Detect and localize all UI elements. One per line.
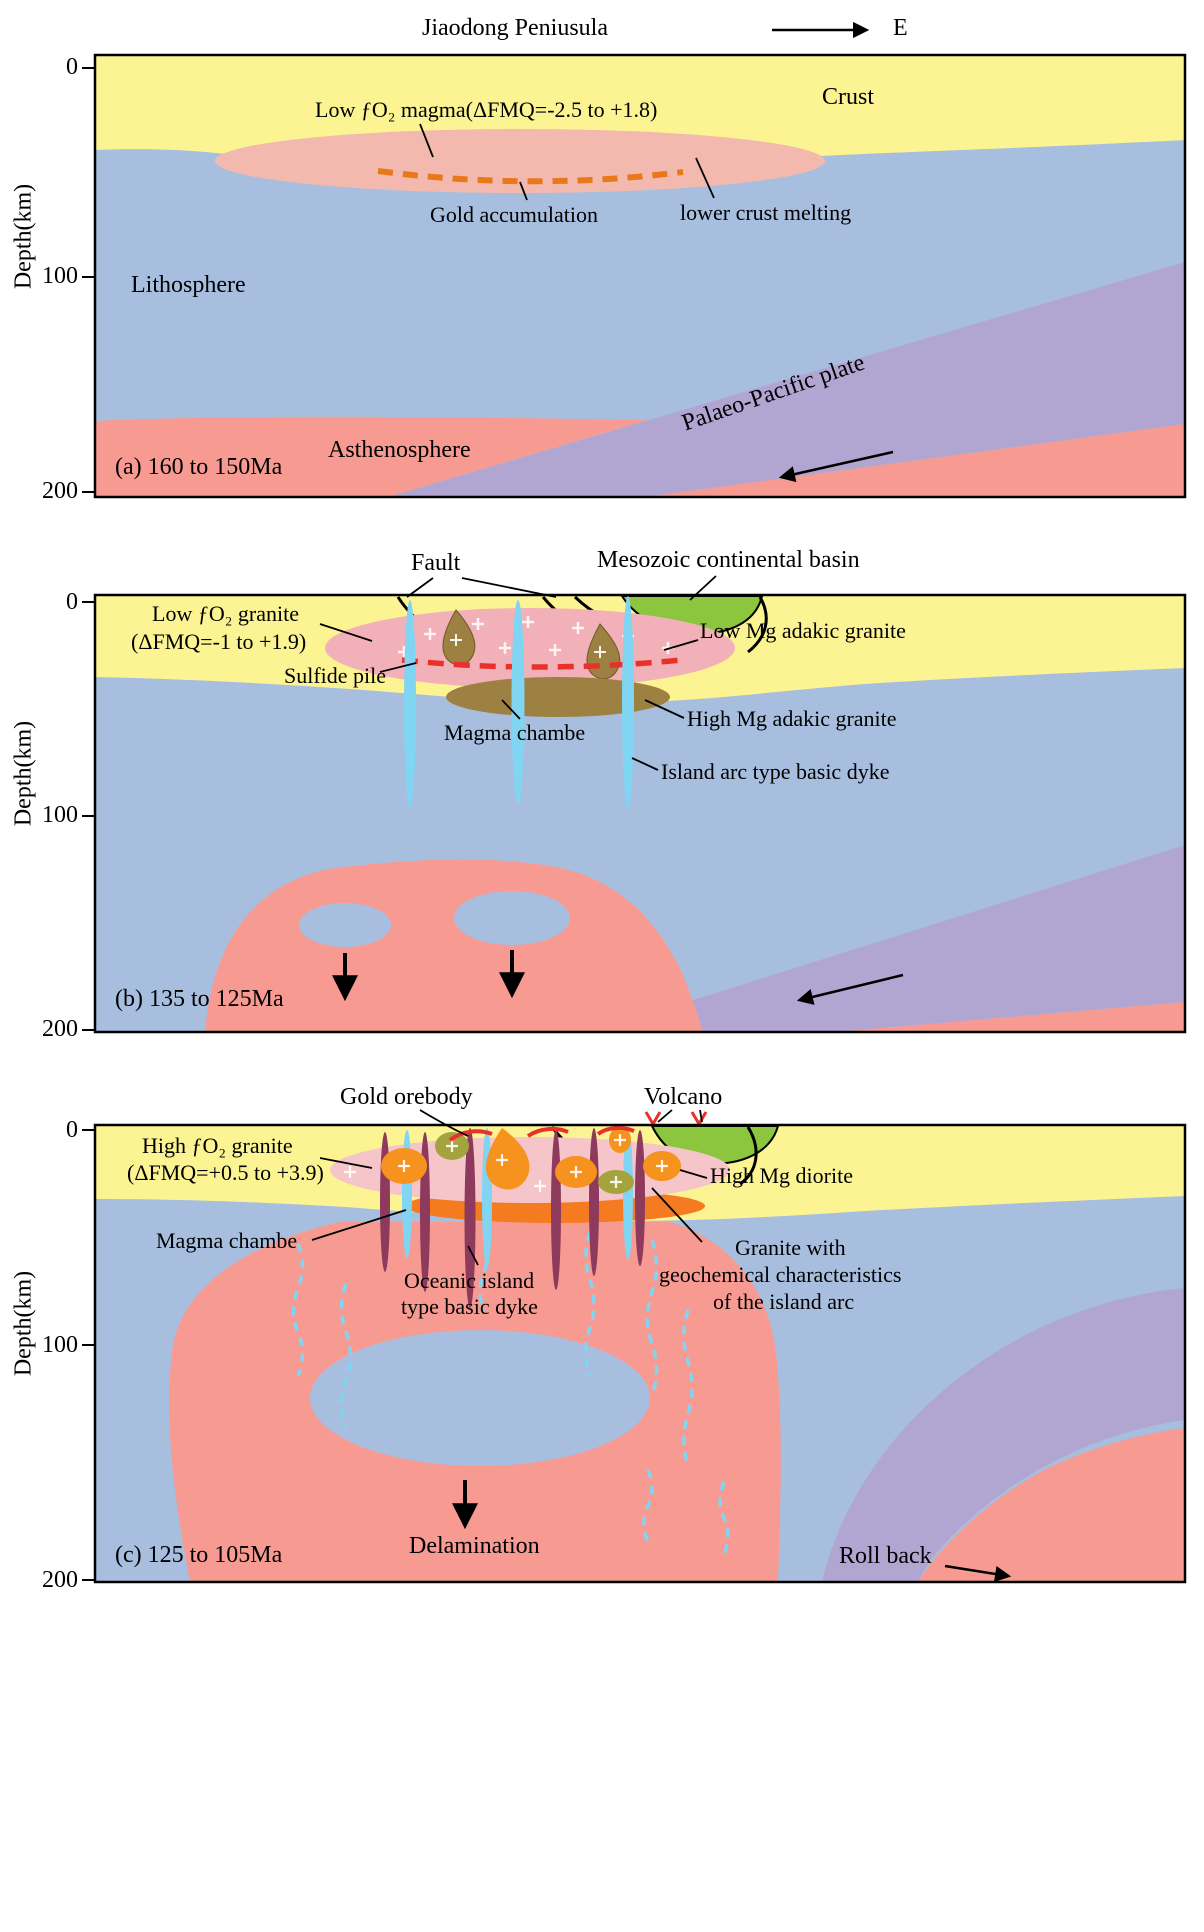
b-depth-axis-label: Depth(km) bbox=[10, 720, 37, 827]
low-fo2-magma-label: Low ƒO₂ magma(ΔFMQ=-2.5 to +1.8) bbox=[315, 97, 658, 122]
roll-back-label: Roll back bbox=[839, 1543, 932, 1569]
delaminated-block-2 bbox=[454, 891, 570, 945]
panel-b-border bbox=[93, 593, 1187, 1034]
asthenosphere-dome-b bbox=[205, 859, 703, 1032]
gold-accumulation-dashes bbox=[377, 168, 684, 185]
island-arc-granite-label-line3: of the island arc bbox=[713, 1289, 855, 1314]
gold-orebody-label: Gold orebody bbox=[340, 1084, 473, 1110]
panel-c-ticks bbox=[82, 1129, 95, 1581]
panel-b-ticks bbox=[82, 601, 95, 1031]
high-fo2-granite-label-line2: (ΔFMQ=+0.5 to +3.9) bbox=[127, 1160, 324, 1185]
panel-a-ticks bbox=[82, 67, 95, 493]
island-arc-granite-label-line1: Granite with bbox=[735, 1235, 846, 1260]
mesozoic-basin-label: Mesozoic continental basin bbox=[597, 547, 860, 573]
crust-label-a: Crust bbox=[822, 84, 875, 110]
delaminated-block-1 bbox=[299, 903, 391, 947]
lower-crust-melting-label: lower crust melting bbox=[680, 200, 852, 225]
asthenosphere-corner-c bbox=[918, 1428, 1185, 1582]
magma-chamber-b bbox=[446, 677, 670, 717]
volcano-marks bbox=[644, 1111, 708, 1127]
c-tick-200: 200 bbox=[42, 1567, 78, 1593]
panel-c-art bbox=[82, 1109, 1187, 1584]
palaeo-pacific-plate-a bbox=[388, 262, 1185, 497]
panel-b-caption: (b) 135 to 125Ma bbox=[115, 986, 284, 1012]
gold-orebody-marks bbox=[448, 1125, 635, 1142]
panel-c-border bbox=[93, 1123, 1187, 1584]
island-arc-dyke-label: Island arc type basic dyke bbox=[661, 759, 890, 784]
asthenosphere-below-slab-b bbox=[835, 1002, 1185, 1032]
magma-chamber-label-c: Magma chambe bbox=[156, 1228, 298, 1253]
sulfide-pile-label: Sulfide pile bbox=[284, 663, 387, 688]
subduction-arrow-b bbox=[796, 973, 904, 1005]
lithosphere-label-a: Lithosphere bbox=[131, 272, 246, 298]
east-label: E bbox=[893, 15, 908, 41]
roll-back-arrow bbox=[944, 1564, 1012, 1582]
c-depth-axis-label: Depth(km) bbox=[10, 1270, 37, 1377]
a-tick-200: 200 bbox=[42, 478, 78, 504]
panel-a-caption: (a) 160 to 150Ma bbox=[115, 454, 283, 480]
delaminated-lithosphere-c bbox=[310, 1330, 650, 1466]
island-arc-granite-label-line2: geochemical characteristics bbox=[659, 1262, 902, 1287]
magma-chamber-label-b: Magma chambe bbox=[444, 720, 586, 745]
low-fo2-magma-lens bbox=[215, 129, 825, 193]
high-mg-diorite-label: High Mg diorite bbox=[710, 1163, 853, 1188]
a-tick-100: 100 bbox=[42, 263, 78, 289]
c-tick-100: 100 bbox=[42, 1332, 78, 1358]
figure-title: Jiaodong Peniusula bbox=[422, 15, 608, 41]
low-mg-adakic-granite-label: Low Mg adakic granite bbox=[700, 618, 906, 643]
panel-b-art bbox=[82, 575, 1187, 1034]
asthenosphere-label-a: Asthenosphere bbox=[328, 437, 471, 463]
palaeo-pacific-plate-b bbox=[592, 845, 1185, 1032]
a-depth-axis-label: Depth(km) bbox=[10, 183, 37, 290]
asthenosphere-a bbox=[95, 416, 648, 497]
a-tick-0: 0 bbox=[66, 54, 78, 80]
panel-c-caption: (c) 125 to 105Ma bbox=[115, 1542, 283, 1568]
high-fo2-granite-label-line1: High ƒO₂ granite bbox=[142, 1133, 293, 1158]
c-tick-0: 0 bbox=[66, 1117, 78, 1143]
gold-accumulation-label: Gold accumulation bbox=[430, 202, 599, 227]
oceanic-dyke-label-line2: type basic dyke bbox=[401, 1294, 538, 1319]
high-mg-adakic-granite-label: High Mg adakic granite bbox=[687, 706, 897, 731]
low-fo2-granite-label-line1: Low ƒO₂ granite bbox=[152, 601, 299, 626]
fault-label: Fault bbox=[411, 550, 461, 576]
low-fo2-granite-label-line2: (ΔFMQ=-1 to +1.9) bbox=[131, 629, 307, 654]
delamination-label: Delamination bbox=[409, 1533, 540, 1559]
panel-a-leader-lines bbox=[419, 123, 715, 201]
rolled-back-plate-c bbox=[822, 1288, 1185, 1582]
panel-a-art bbox=[82, 53, 1187, 499]
oceanic-dyke-label-line1: Oceanic island bbox=[404, 1268, 535, 1293]
island-arc-dykes bbox=[404, 596, 634, 808]
b-tick-200: 200 bbox=[42, 1016, 78, 1042]
sulfide-pile-dashes bbox=[401, 657, 683, 670]
fluid-pathways bbox=[291, 1231, 730, 1555]
subduction-arrow-a bbox=[778, 450, 894, 483]
volcano-label: Volcano bbox=[644, 1084, 723, 1110]
b-tick-0: 0 bbox=[66, 589, 78, 615]
b-tick-100: 100 bbox=[42, 802, 78, 828]
